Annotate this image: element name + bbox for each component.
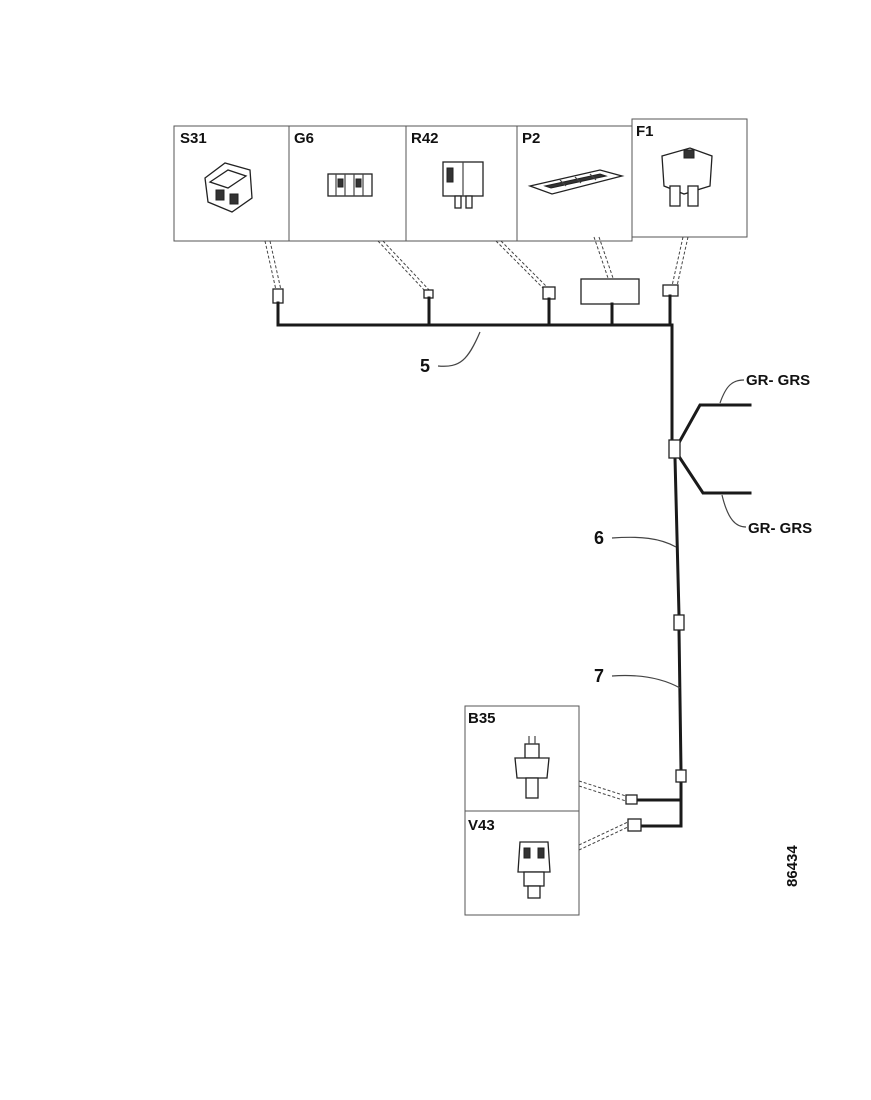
connector-6-7: [673, 614, 685, 631]
sensor-icon: [514, 736, 550, 799]
connector-s31: [272, 288, 284, 304]
wire-label-upper-group: GR- GRS: [719, 372, 810, 404]
connector-leads-top: [264, 236, 689, 293]
harness-label-5: 5: [420, 356, 430, 376]
harness-label-7: 7: [594, 666, 604, 686]
diode-pack-icon: [327, 173, 373, 197]
harness-branch-7: [677, 628, 683, 802]
component-box-b35: B35: [464, 705, 580, 812]
connector-r42: [542, 286, 556, 300]
label-5-group: 5: [420, 331, 481, 376]
circuit-board-icon: [527, 169, 625, 195]
wire-label-lower: GR- GRS: [748, 520, 812, 537]
harness-branch-6: [670, 323, 681, 617]
component-box-r42: R42: [405, 125, 518, 242]
harness-branch-5: [276, 294, 674, 327]
label-f1: F1: [636, 123, 654, 140]
connector-leads-bottom: [578, 780, 629, 851]
wire-label-lower-group: GR- GRS: [721, 494, 812, 537]
label-7-group: 7: [594, 666, 681, 689]
harness-label-6: 6: [594, 528, 604, 548]
connector-p2: [580, 278, 640, 305]
relay-icon: [442, 161, 484, 209]
connector-splice: [668, 439, 681, 459]
component-box-s31: S31: [173, 125, 290, 242]
label-p2: P2: [522, 130, 540, 147]
gr-grs-branch: [673, 403, 752, 495]
harness-lower-branches: [634, 798, 683, 828]
drawing-number: 86434: [784, 845, 801, 887]
connector-f1: [662, 284, 679, 297]
label-g6: G6: [294, 130, 314, 147]
component-box-v43: V43: [464, 810, 580, 916]
connector-v43: [627, 818, 642, 832]
label-b35: B35: [468, 710, 496, 727]
component-box-p2: P2: [516, 125, 633, 242]
wire-label-upper: GR- GRS: [746, 372, 810, 389]
label-6-group: 6: [594, 528, 677, 548]
label-v43: V43: [468, 817, 495, 834]
switch-icon: [204, 162, 253, 213]
label-s31: S31: [180, 130, 207, 147]
connector-7-end: [675, 769, 687, 783]
component-box-g6: G6: [288, 125, 407, 242]
valve-icon: [517, 841, 551, 899]
connector-b35: [625, 794, 638, 805]
label-r42: R42: [411, 130, 439, 147]
component-box-f1: F1: [631, 118, 748, 238]
fuse-holder-icon: [661, 147, 713, 207]
